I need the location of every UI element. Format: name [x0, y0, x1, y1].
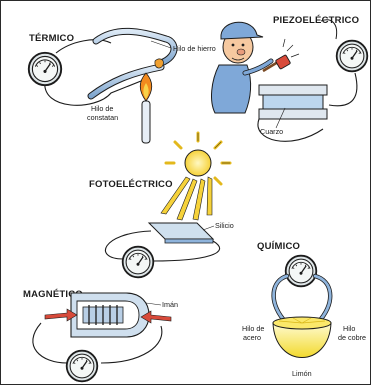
junction-knot [155, 59, 163, 68]
foto-wire-right [153, 241, 220, 261]
magnetico-gauge-icon [67, 351, 98, 382]
iron-wire-label: Hilo de hierro [173, 44, 216, 53]
press-plate-top [259, 85, 327, 95]
termico-gauge-icon [29, 53, 61, 85]
hammer-head-icon [275, 55, 290, 70]
copper-wire-label-1: Hilo [343, 324, 355, 333]
termico-title: TÉRMICO [29, 33, 74, 44]
candle [142, 101, 150, 143]
worker-nose [237, 49, 245, 55]
silicon-plate-edge [165, 239, 213, 243]
quimico-gauge-icon [286, 256, 317, 287]
foto-gauge-icon [123, 247, 154, 278]
magnet-pointer [146, 303, 161, 305]
press-plate-bottom [259, 109, 327, 119]
steel-wire-label-1: Hilo de [242, 324, 264, 333]
worker-eye [242, 44, 245, 47]
constantan-wire-label-2: constatan [87, 113, 118, 122]
fotoelectrico-panel: FOTOELÉCTRICO Silicio [89, 133, 234, 277]
quimico-title: QUÍMICO [257, 241, 300, 252]
silicon-label: Silicio [215, 221, 234, 230]
piezoelectrico-title: PIEZOELÉCTRICO [273, 15, 359, 26]
worker-cap [221, 22, 263, 39]
copper-wire-label-2: de cobre [338, 333, 366, 342]
quimico-panel: QUÍMICO Hilo de acero Hilo de cobre Limó… [242, 241, 366, 378]
piezo-gauge-icon [337, 41, 368, 72]
magnetico-panel: MAGNÉTICO Imán [23, 289, 178, 381]
iron-wire [96, 31, 174, 63]
fotoelectrico-title: FOTOELÉCTRICO [89, 179, 173, 190]
constantan-wire-label-1: Hilo de [91, 104, 113, 113]
magnet-label: Imán [162, 300, 178, 309]
piezo-wire [329, 73, 357, 106]
piezoelectrico-panel: PIEZOELÉCTRICO Cuarzo [212, 15, 368, 141]
sun-icon [166, 133, 230, 184]
steel-wire-label-2: acero [243, 333, 261, 342]
quartz-crystal [263, 95, 323, 109]
silicon-plate [149, 223, 213, 239]
termico-panel: TÉRMICO Hilo de hierro Hilo de constatan [29, 31, 216, 143]
worker-eye [232, 44, 235, 47]
copper-wire-outline [315, 276, 330, 319]
silicon-pointer [203, 226, 214, 230]
impact-lines [283, 39, 299, 57]
magnetico-wire-left [33, 323, 67, 363]
quartz-label: Cuarzo [260, 127, 283, 136]
lemon-label: Limón [292, 369, 312, 378]
